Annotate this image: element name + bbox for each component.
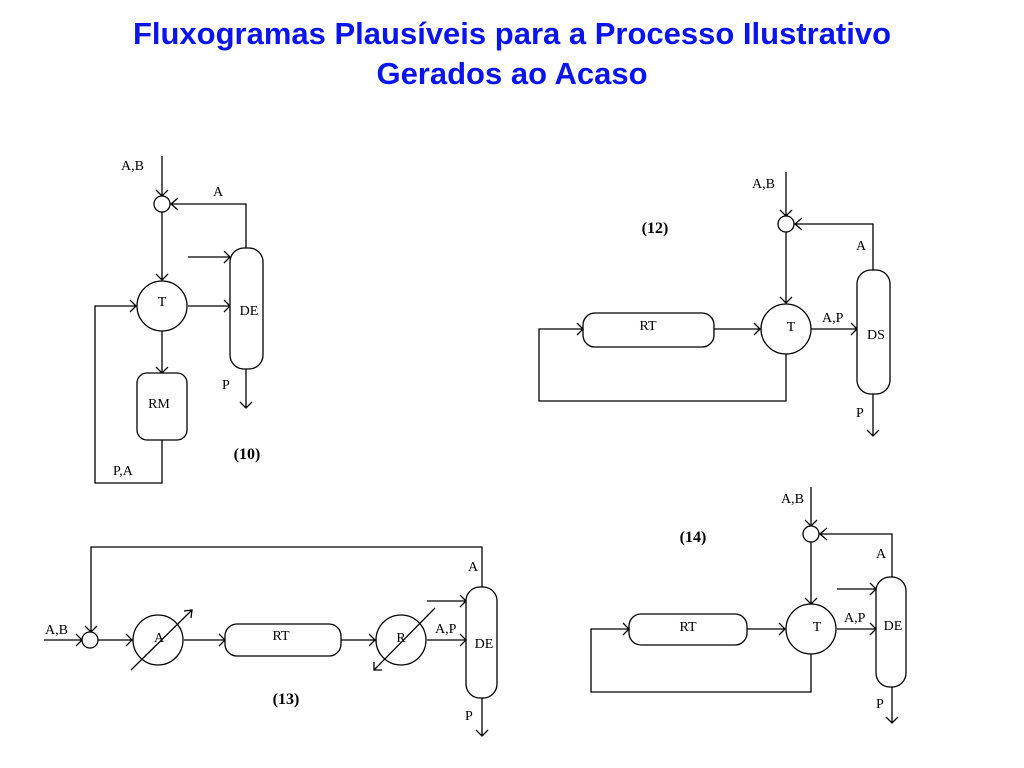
d12-mixer-label: T <box>787 320 796 335</box>
d13-cooler-unit <box>375 614 427 666</box>
d10-product-label: P <box>222 378 230 393</box>
title-line-2: Gerados ao Acaso <box>376 56 648 91</box>
d10-mixing-node <box>153 195 171 213</box>
d14-mixer-label: T <box>813 620 822 635</box>
d14-feed-arrow <box>804 487 818 527</box>
d13-cooler-label: R <box>396 631 406 646</box>
d13-product-arrow <box>475 698 489 737</box>
d14-reactor-label: RT <box>679 620 696 635</box>
d14-product-label: P <box>876 697 884 712</box>
d13-reactor-to-cooler-arrow <box>341 633 376 647</box>
d12-mixing-node <box>777 215 795 233</box>
d10-feed-arrow <box>155 156 169 197</box>
d13-stream-label: A,P <box>435 622 457 637</box>
d14-column-side-feed <box>837 582 877 596</box>
d14-recycle-label: A <box>876 547 887 562</box>
d13-feed-label: A,B <box>45 623 68 638</box>
d14-recycle-line <box>819 527 893 577</box>
d12-feed-label: A,B <box>752 177 775 192</box>
flowsheet-14: A,B A T A,P DE P RT (14) <box>590 487 907 724</box>
d10-node-to-mixer-arrow <box>155 212 169 281</box>
flowsheet-13: A A,B A RT R A,P DE P (13) <box>44 546 498 737</box>
d12-reactor-to-mixer-arrow <box>714 322 761 336</box>
d10-feed-label: A,B <box>121 159 144 174</box>
d14-node-to-mixer-arrow <box>804 542 818 605</box>
d10-product-arrow <box>239 369 253 409</box>
d12-product-label: P <box>856 406 864 421</box>
d10-recycle-label: A <box>213 185 224 200</box>
flowsheet-10: A,B A T DE P RM P,A (10) <box>94 156 264 484</box>
slide-title: Fluxogramas Plausíveis para a Processo I… <box>0 14 1024 94</box>
d12-stream-label: A,P <box>822 311 844 326</box>
d14-feed-label: A,B <box>781 492 804 507</box>
d12-node-to-mixer-arrow <box>779 232 793 304</box>
d14-mixing-node <box>802 525 820 543</box>
d13-heater-utility-arrow <box>130 609 193 671</box>
d10-number: (10) <box>234 446 261 463</box>
d10-column-side-feed <box>188 250 231 264</box>
d14-stream-label: A,P <box>844 611 866 626</box>
d12-recycle-label: A <box>856 239 867 254</box>
d13-column-side-feed <box>427 594 467 608</box>
d10-mixer-to-reactor-arrow <box>155 331 169 374</box>
d10-mixer-label: T <box>158 295 167 310</box>
d13-reactor-label: RT <box>272 629 289 644</box>
d13-heater-unit <box>132 614 184 666</box>
d13-top-label: A <box>468 560 479 575</box>
flowsheet-12: A,B A T A,P DS P RT (12) <box>538 172 891 437</box>
d10-column-label: DE <box>240 304 259 319</box>
d14-column-unit <box>875 576 907 688</box>
d14-bottom-recycle-line <box>590 622 812 693</box>
d12-column-label: DS <box>867 328 885 343</box>
d12-reactor-label: RT <box>639 319 656 334</box>
d13-column-label: DE <box>475 637 494 652</box>
d13-heater-label: A <box>154 631 165 646</box>
d10-bottom-label: P,A <box>113 464 134 479</box>
d12-product-arrow <box>866 394 880 437</box>
title-line-1: Fluxogramas Plausíveis para a Processo I… <box>132 16 892 51</box>
d13-product-label: P <box>465 709 473 724</box>
d10-recycle-line <box>170 197 247 248</box>
d10-bottom-recycle-line <box>94 299 163 484</box>
d13-mixing-node <box>81 631 99 649</box>
d12-feed-arrow <box>779 172 793 217</box>
d14-column-label: DE <box>884 619 903 634</box>
d12-bottom-recycle-line <box>538 322 787 402</box>
d13-number: (13) <box>273 691 300 708</box>
d13-cooler-utility-arrow <box>373 607 436 671</box>
d14-mixer-unit <box>785 603 837 655</box>
d12-recycle-line <box>794 217 874 270</box>
d14-reactor-to-mixer-arrow <box>747 622 786 636</box>
d10-mixer-to-column-arrow <box>188 299 231 313</box>
d14-number: (14) <box>680 529 707 546</box>
d10-reactor-label: RM <box>148 397 170 412</box>
d12-reactor-unit <box>582 312 715 348</box>
d14-product-arrow <box>885 687 899 724</box>
d13-heater-to-reactor-arrow <box>184 633 226 647</box>
d13-node-to-heater-arrow <box>98 633 133 647</box>
d12-number: (12) <box>642 220 669 237</box>
